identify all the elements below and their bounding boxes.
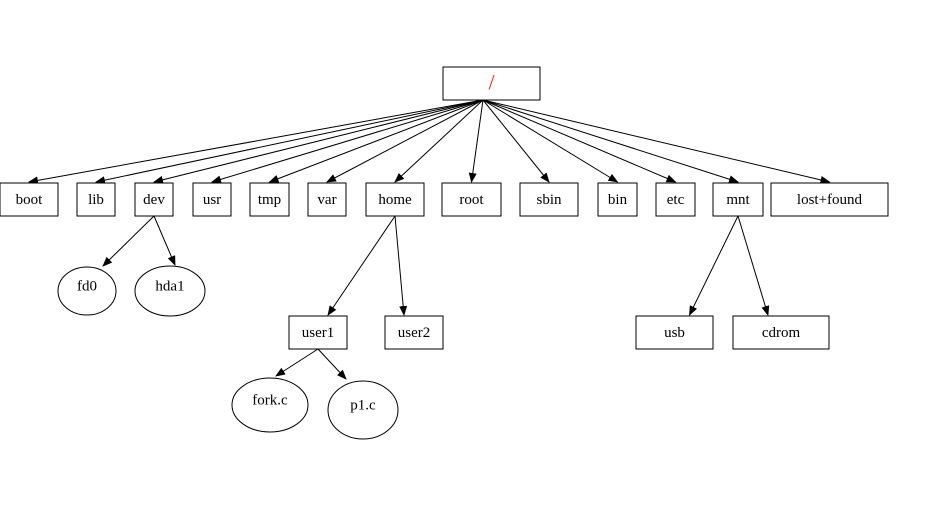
device-node-fd0: fd0 <box>57 266 117 316</box>
file-node-p1-c: p1.c <box>327 380 399 440</box>
dir-node-user2-label: user2 <box>398 325 431 341</box>
root-dir-node-box <box>442 66 541 101</box>
edge-dev-child-0 <box>102 215 155 267</box>
edge-root-to-tmp <box>268 99 484 183</box>
dir-node-root-label: root <box>459 192 484 208</box>
dir-node-user2-box <box>384 315 444 350</box>
edge-home-child-1 <box>394 215 408 316</box>
dir-node-tmp-label: tmp <box>258 192 281 208</box>
edge-root-to-sbin <box>482 99 550 183</box>
edge-dev-child-1 <box>153 215 176 266</box>
device-node-hda1-ellipse <box>134 265 206 317</box>
dir-node-dev-label: dev <box>143 192 165 208</box>
dir-node-var-label: var <box>317 192 336 208</box>
dir-node-mnt: mnt <box>712 182 764 217</box>
dir-node-root-box <box>441 182 502 217</box>
edge-root-to-etc <box>482 99 677 183</box>
edge-mnt-child-0 <box>689 215 739 316</box>
device-node-fd0-label: fd0 <box>77 278 97 294</box>
dir-node-cdrom-label: cdrom <box>762 325 801 341</box>
dir-node-etc-label: etc <box>667 192 685 208</box>
dir-node-bin: bin <box>597 182 638 217</box>
dir-node-var-box <box>307 182 347 217</box>
dir-node-sbin-box <box>519 182 579 217</box>
dir-node-etc: etc <box>655 182 696 217</box>
dir-node-usr: usr <box>192 182 232 217</box>
dir-node-user1: user1 <box>288 315 348 350</box>
dir-node-tmp: tmp <box>249 182 290 217</box>
dir-node-dev-box <box>134 182 174 217</box>
dir-node-home-box <box>365 182 425 217</box>
dir-node-var: var <box>307 182 347 217</box>
edge-root-to-bin <box>482 99 619 183</box>
edge-root-to-lost-found <box>482 99 831 184</box>
dir-node-dev: dev <box>134 182 174 217</box>
dir-node-bin-label: bin <box>608 192 628 208</box>
file-node-fork-c-label: fork.c <box>252 392 288 408</box>
edge-home-child-0 <box>327 215 396 316</box>
root-dir-node-label: / <box>488 70 495 95</box>
dir-node-user2: user2 <box>384 315 444 350</box>
dir-node-tmp-box <box>249 182 290 217</box>
edge-root-to-boot <box>28 99 484 185</box>
dir-node-boot-label: boot <box>16 192 44 208</box>
dir-node-sbin: sbin <box>519 182 579 217</box>
edge-root-to-lib <box>95 99 484 185</box>
dir-node-usr-box <box>192 182 232 217</box>
file-node-fork-c: fork.c <box>231 377 309 433</box>
dir-node-lost-found-box <box>770 182 889 217</box>
dir-node-user1-label: user1 <box>302 325 335 341</box>
dir-node-usr-label: usr <box>203 192 221 208</box>
dir-node-lib: lib <box>76 182 116 217</box>
dir-node-bin-box <box>597 182 638 217</box>
device-node-hda1: hda1 <box>134 265 206 317</box>
edge-root-to-mnt <box>482 99 739 184</box>
edge-mnt-child-1 <box>737 215 770 316</box>
dir-node-usb-box <box>635 315 714 350</box>
file-node-fork-c-ellipse <box>231 377 309 433</box>
device-node-fd0-ellipse <box>57 266 117 316</box>
root-dir-node: / <box>442 66 541 101</box>
file-node-p1-c-label: p1.c <box>350 397 376 413</box>
file-node-p1-c-ellipse <box>327 380 399 440</box>
dir-node-root: root <box>441 182 502 217</box>
dir-node-cdrom-box <box>732 315 830 350</box>
edge-root-to-root <box>468 99 484 183</box>
dir-node-lib-box <box>76 182 116 217</box>
edge-root-to-home <box>394 99 484 183</box>
dir-node-cdrom: cdrom <box>732 315 830 350</box>
dir-node-etc-box <box>655 182 696 217</box>
dir-node-usb: usb <box>635 315 714 350</box>
dir-node-usb-label: usb <box>664 325 685 341</box>
dir-node-home: home <box>365 182 425 217</box>
dir-node-user1-box <box>288 315 348 350</box>
edge-root-to-var <box>326 99 484 183</box>
dir-node-mnt-box <box>712 182 764 217</box>
dir-node-home-label: home <box>378 192 412 208</box>
dir-node-boot-box <box>0 182 59 217</box>
device-node-hda1-label: hda1 <box>155 278 184 294</box>
dir-node-lost-found: lost+found <box>770 182 889 217</box>
edge-user1-child-1 <box>317 348 347 380</box>
dir-node-sbin-label: sbin <box>536 192 562 208</box>
dir-node-boot: boot <box>0 182 59 217</box>
edge-user1-child-0 <box>275 348 319 377</box>
dir-node-mnt-label: mnt <box>726 192 750 208</box>
edge-root-to-usr <box>211 99 484 184</box>
edge-root-to-dev <box>153 99 484 184</box>
dir-node-lost-found-label: lost+found <box>797 192 863 208</box>
dir-node-lib-label: lib <box>88 192 104 208</box>
